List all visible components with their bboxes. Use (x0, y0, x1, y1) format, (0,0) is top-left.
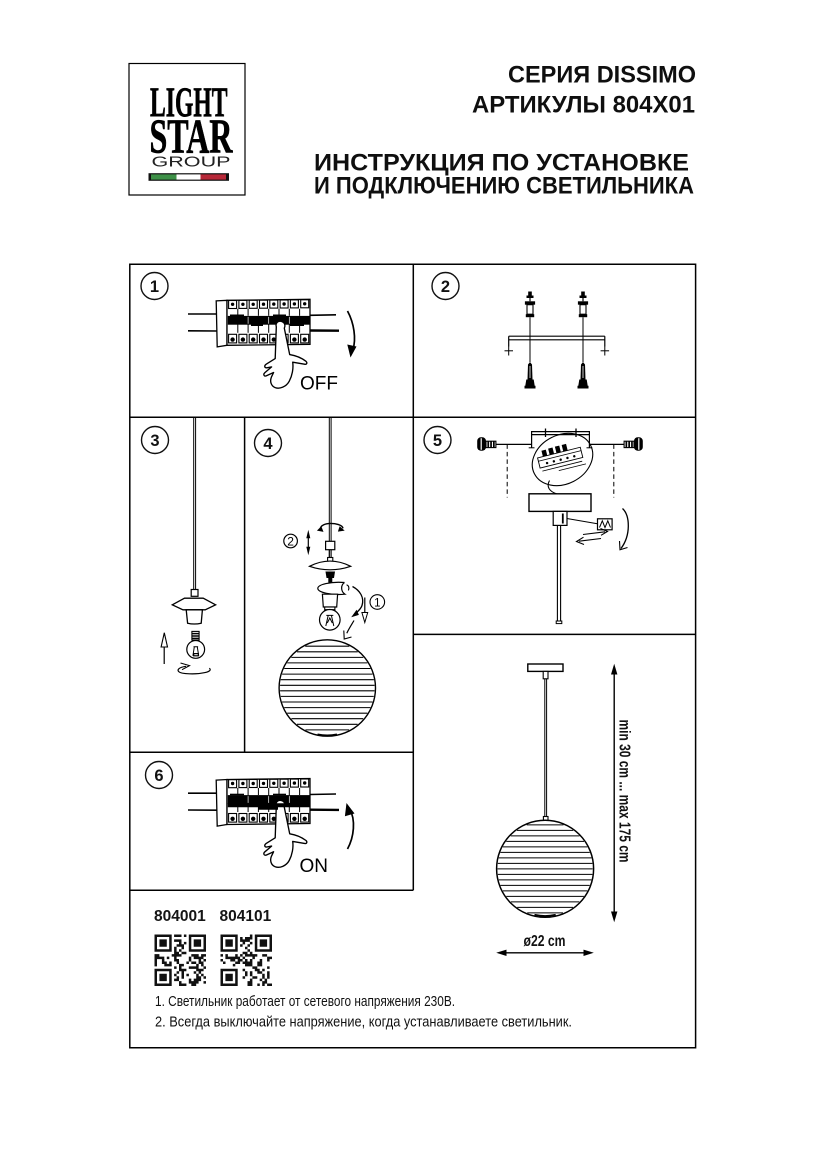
svg-text:5: 5 (433, 432, 442, 450)
svg-text:4: 4 (263, 435, 273, 453)
svg-text:ø22 cm: ø22 cm (524, 933, 566, 950)
svg-text:OFF: OFF (300, 374, 338, 395)
svg-text:GROUP: GROUP (152, 154, 231, 171)
svg-text:ИНСТРУКЦИЯ ПО УСТАНОВКЕ: ИНСТРУКЦИЯ ПО УСТАНОВКЕ (314, 150, 689, 177)
svg-text:LIGHT: LIGHT (150, 81, 228, 127)
svg-text:1. Светильник работает от сете: 1. Светильник работает от сетевого напря… (155, 993, 455, 1010)
svg-text:2. Всегда выключайте напряжени: 2. Всегда выключайте напряжение, когда у… (155, 1014, 572, 1031)
svg-text:2: 2 (441, 278, 450, 296)
svg-text:СЕРИЯ DISSIMO: СЕРИЯ DISSIMO (508, 62, 696, 89)
svg-text:STAR: STAR (150, 109, 233, 164)
svg-text:1: 1 (374, 597, 380, 609)
svg-text:1: 1 (150, 278, 159, 296)
svg-text:И ПОДКЛЮЧЕНИЮ СВЕТИЛЬНИКА: И ПОДКЛЮЧЕНИЮ СВЕТИЛЬНИКА (314, 173, 694, 200)
svg-text:2: 2 (287, 535, 294, 549)
svg-text:АРТИКУЛЫ 804X01: АРТИКУЛЫ 804X01 (472, 92, 695, 119)
svg-text:ON: ON (300, 856, 329, 877)
svg-text:6: 6 (154, 767, 163, 785)
svg-text:min 30 cm ... max 175 cm: min 30 cm ... max 175 cm (616, 720, 633, 863)
svg-text:804101: 804101 (220, 908, 272, 925)
svg-text:3: 3 (150, 432, 159, 450)
svg-text:804001: 804001 (154, 908, 206, 925)
